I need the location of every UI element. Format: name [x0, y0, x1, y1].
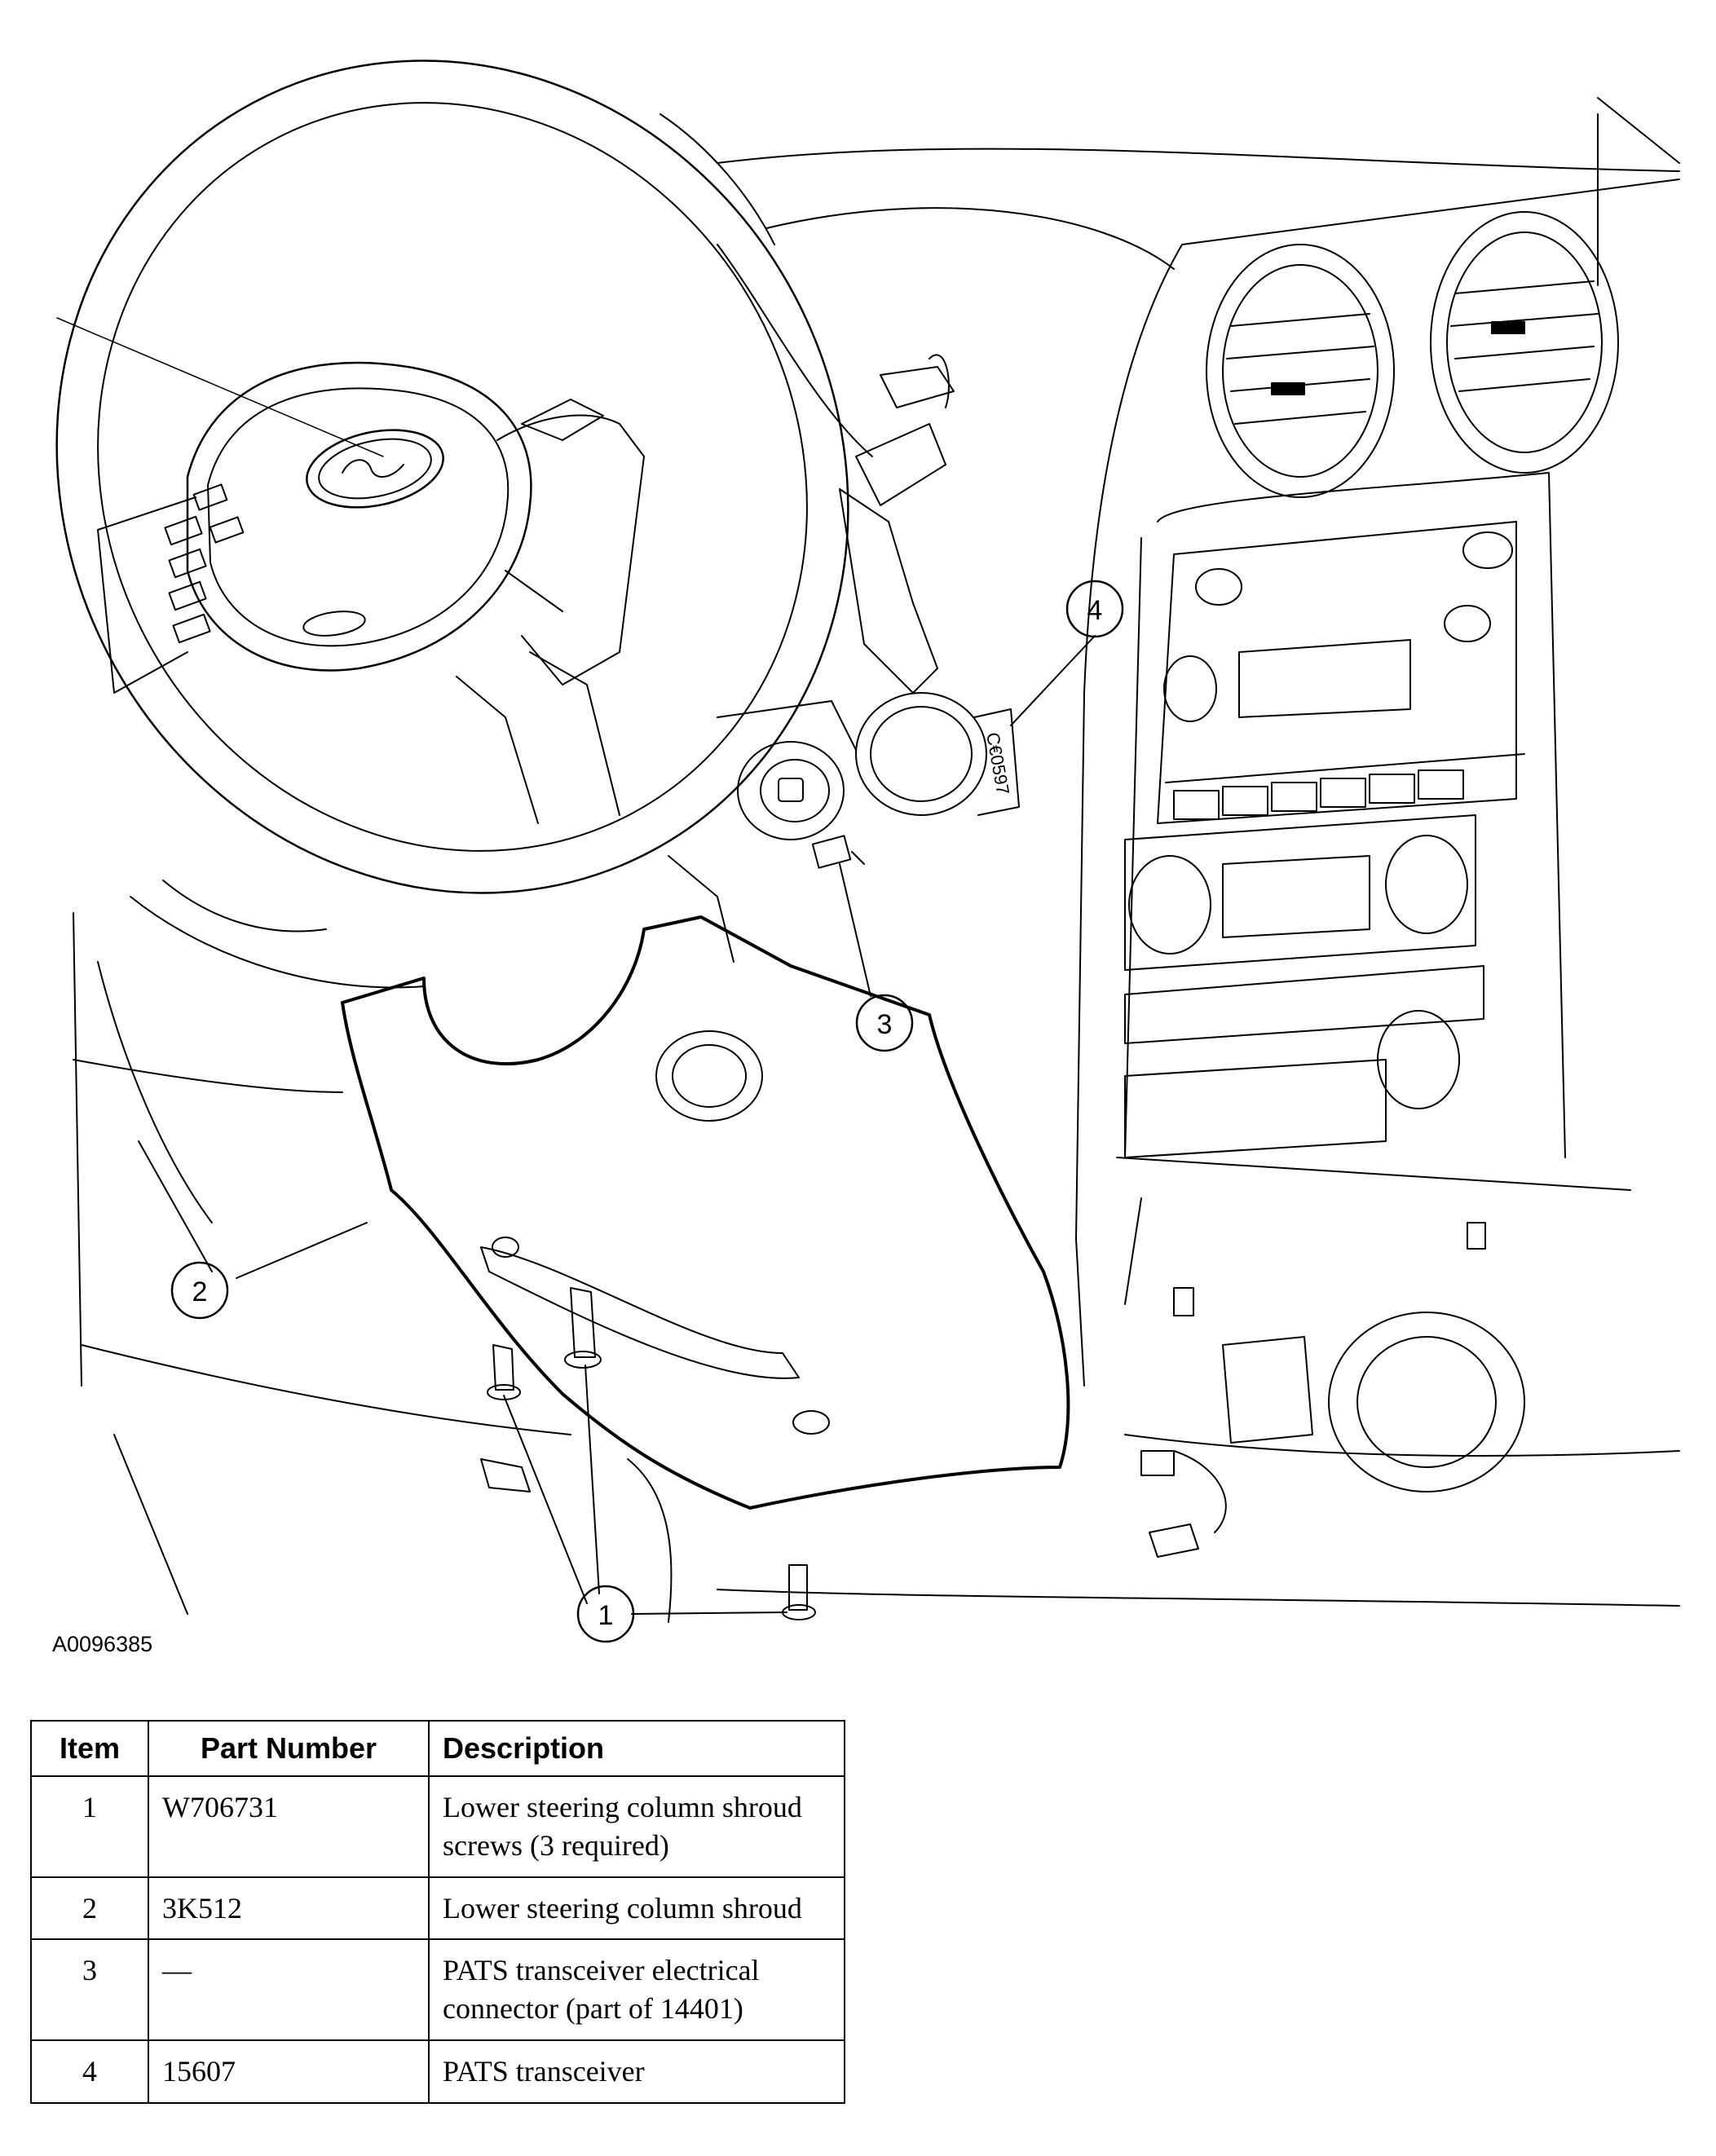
- lower-steering-column-shroud: [341, 915, 1070, 1510]
- pats-transceiver: C€0597: [855, 692, 1020, 816]
- row-item: 2: [30, 1876, 149, 1941]
- radio-unit: [1157, 521, 1525, 824]
- shroud-screw-1: [564, 1287, 602, 1369]
- svg-text:3: 3: [877, 1009, 893, 1040]
- table-row: 4 15607 PATS transceiver: [30, 2039, 845, 2104]
- row-part-number: —: [148, 1938, 430, 2041]
- callout-2: 2: [170, 1261, 229, 1320]
- air-vent-right: [1430, 211, 1619, 474]
- callout-leaders: [236, 635, 1096, 1615]
- header-description: Description: [428, 1720, 845, 1777]
- row-description: PATS transceiver electrical connector (p…: [428, 1938, 845, 2041]
- row-description: PATS transceiver: [428, 2039, 845, 2104]
- climate-controls: [1124, 814, 1484, 1158]
- ford-logo-icon: [306, 429, 444, 509]
- callout-3: 3: [855, 994, 914, 1052]
- table-row: 1 W706731 Lower steering column shroud s…: [30, 1775, 845, 1878]
- row-item: 3: [30, 1938, 149, 2041]
- steering-wheel: [55, 60, 849, 933]
- row-item: 1: [30, 1775, 149, 1878]
- table-row: 2 3K512 Lower steering column shroud: [30, 1876, 845, 1941]
- shroud-screw-2: [487, 1344, 521, 1400]
- svg-text:1: 1: [598, 1600, 614, 1631]
- multifunction-switch: [839, 354, 955, 694]
- header-part-number: Part Number: [148, 1720, 430, 1777]
- table-header-row: Item Part Number Description: [30, 1720, 845, 1777]
- svg-text:2: 2: [192, 1276, 208, 1307]
- left-switch-cluster: [164, 483, 245, 644]
- callout-1: 1: [576, 1585, 635, 1643]
- row-part-number: W706731: [148, 1775, 430, 1878]
- parts-table: Item Part Number Description 1 W706731 L…: [30, 1720, 845, 2104]
- row-part-number: 15607: [148, 2039, 430, 2104]
- steering-column-illustration: C€0597: [55, 60, 1680, 1643]
- svg-text:4: 4: [1087, 595, 1103, 626]
- row-description: Lower steering column shroud: [428, 1876, 845, 1941]
- pats-connector: [811, 835, 865, 869]
- row-description: Lower steering column shroud screws (3 r…: [428, 1775, 845, 1878]
- callout-4: 4: [1065, 580, 1124, 638]
- air-vent-left: [1206, 244, 1395, 498]
- row-item: 4: [30, 2039, 149, 2104]
- center-stack: [1075, 179, 1680, 1492]
- table-row: 3 — PATS transceiver electrical connecto…: [30, 1938, 845, 2041]
- row-part-number: 3K512: [148, 1876, 430, 1941]
- header-item: Item: [30, 1720, 149, 1777]
- svg-text:C€0597: C€0597: [982, 731, 1013, 796]
- ignition-lock: [668, 700, 857, 963]
- figure-id: A0096385: [52, 1632, 153, 1656]
